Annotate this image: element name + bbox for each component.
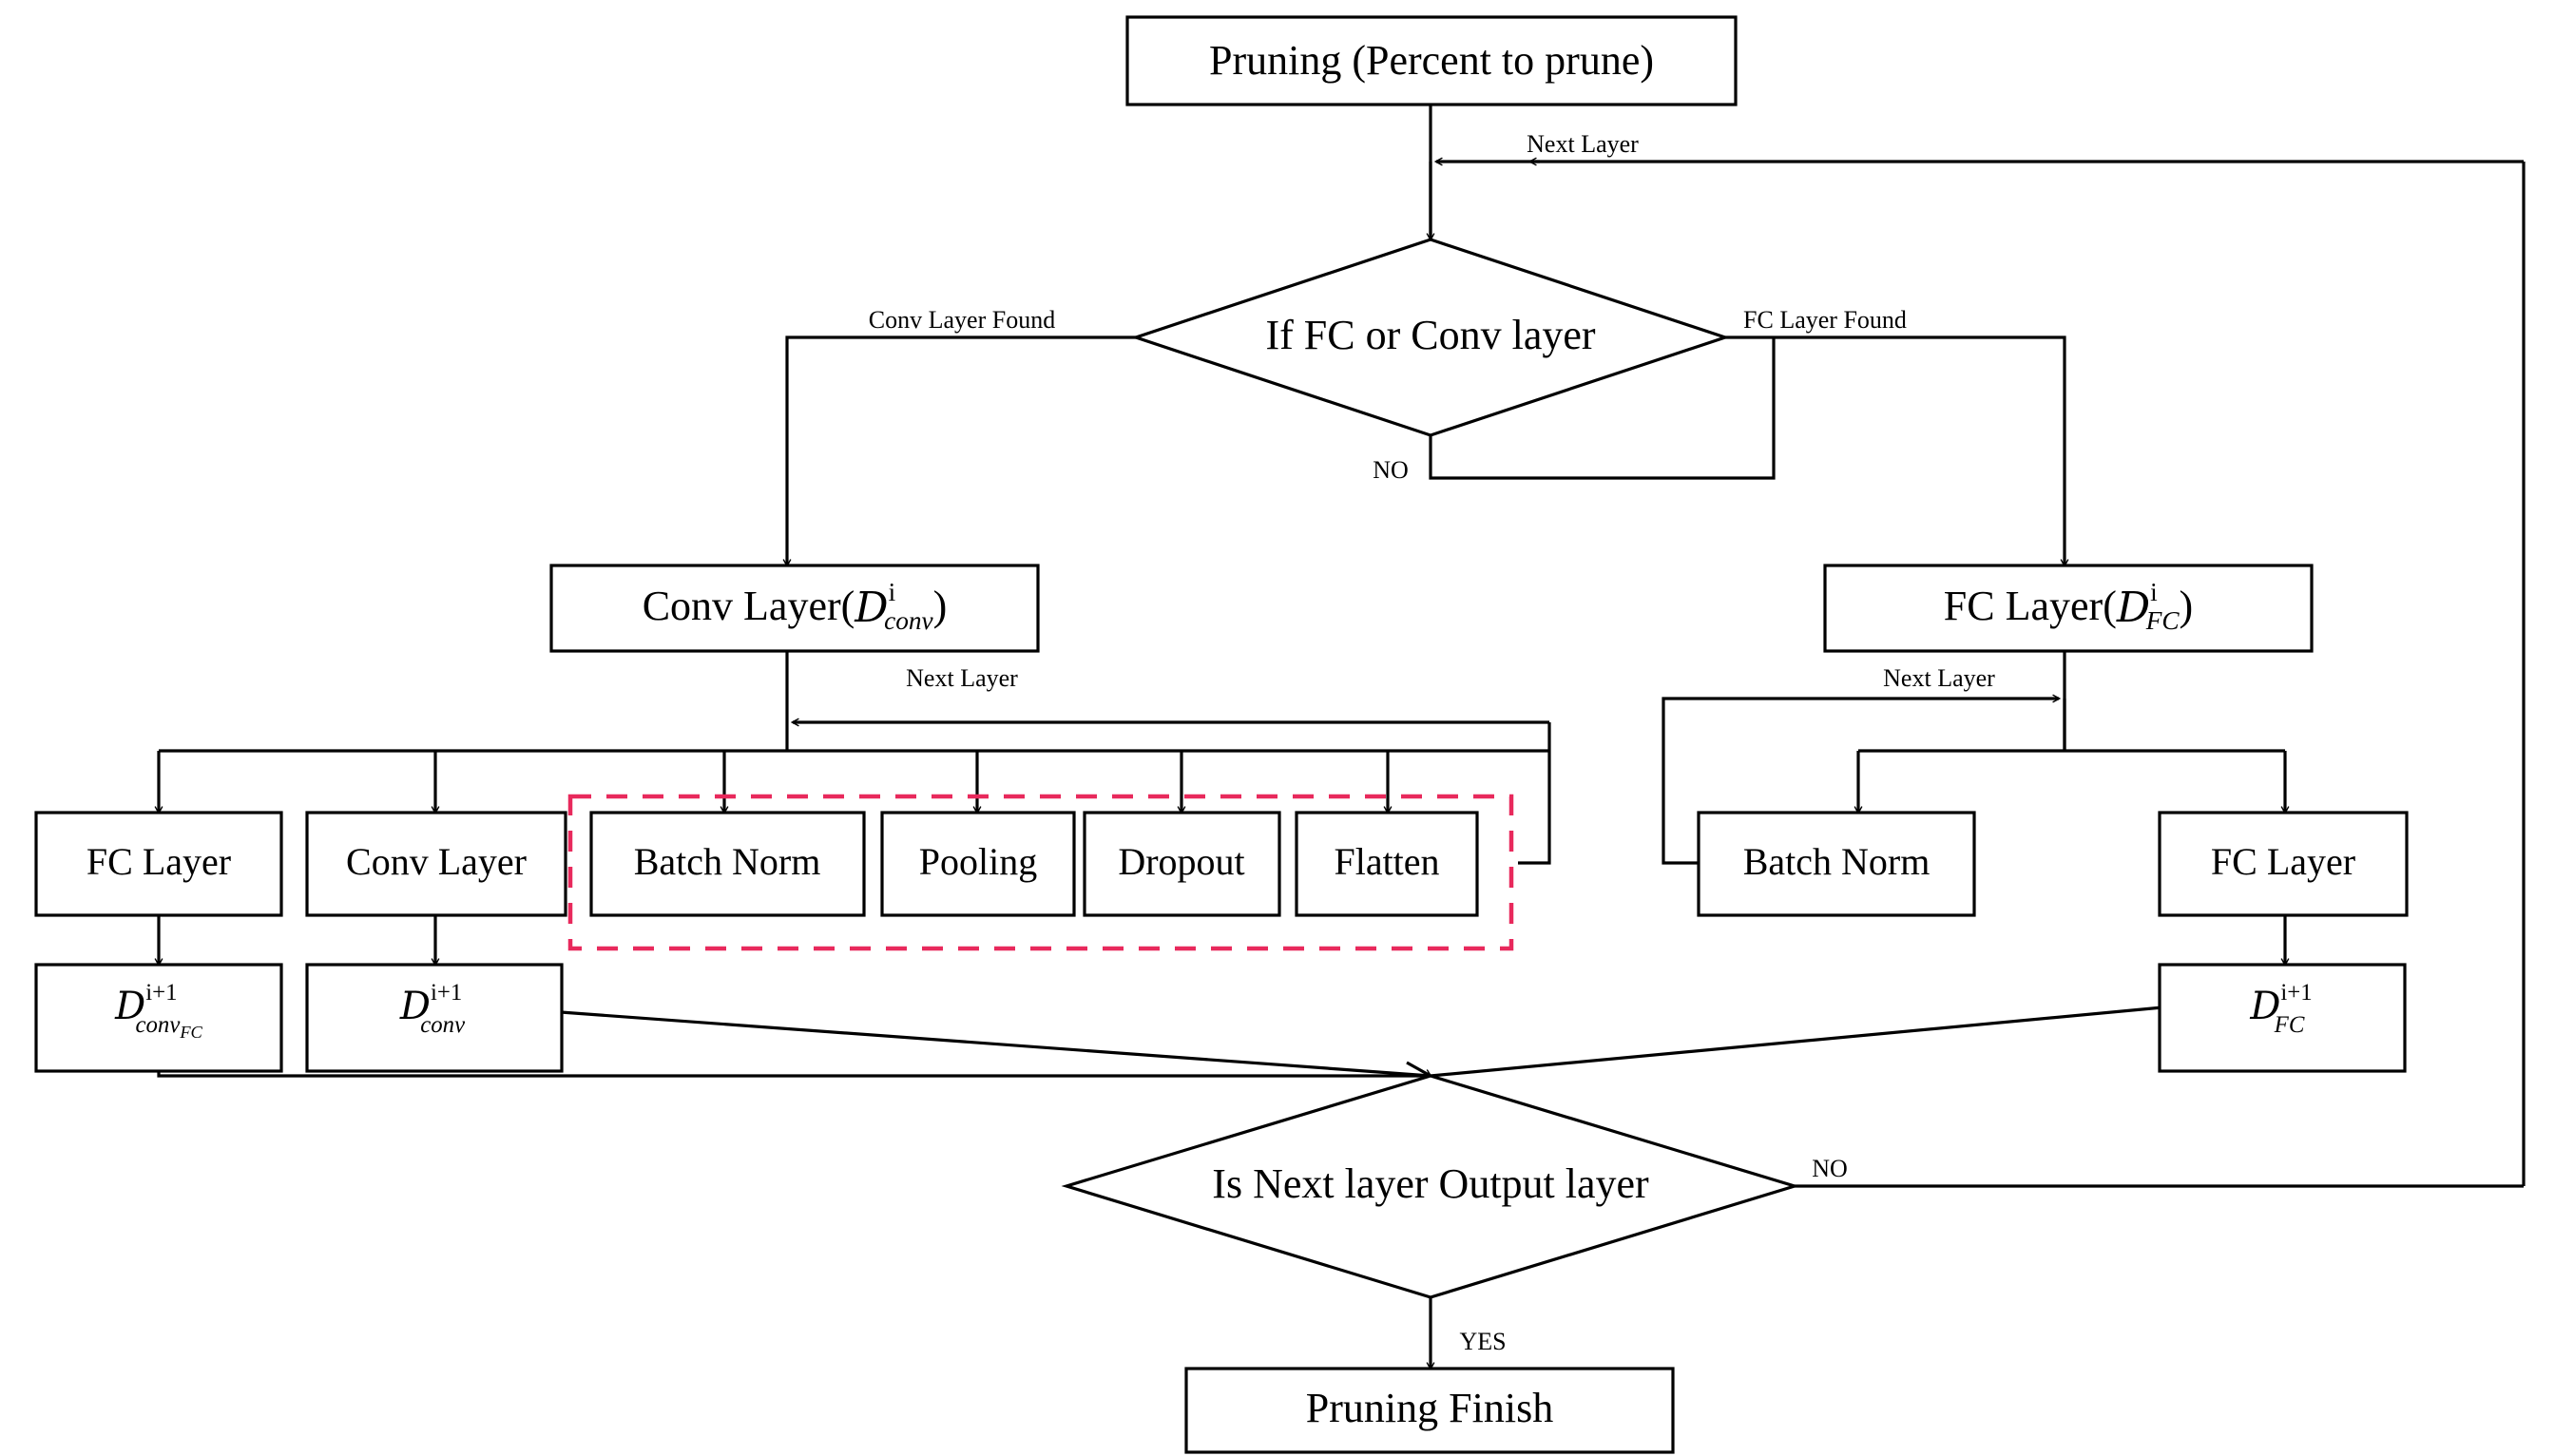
conv-d-sub: conv [884,606,933,635]
fc-d-prefix: FC Layer( [1944,583,2117,629]
node-conv-child-2[interactable]: Batch Norm [589,811,866,917]
edge-conv-loop-right [1518,751,1551,865]
edge-label-next-layer-conv: Next Layer [906,664,1018,692]
node-conv-child-3[interactable]: Pooling [880,811,1076,917]
node-conv-child-1-label: Conv Layer [346,840,527,883]
node-conv-child-0[interactable]: FC Layer [34,811,283,917]
edge-conv-found [787,335,1136,565]
node-conv-child-4[interactable]: Dropout [1083,811,1281,917]
node-d-conv[interactable]: Di+1 conv [305,963,564,1073]
node-conv-child-5[interactable]: Flatten [1295,811,1479,917]
fc-d-sub: FC [2145,606,2180,635]
fc-d-suffix: ) [2180,583,2194,629]
node-fc-child-0[interactable]: Batch Norm [1697,811,1976,917]
node-conv-child-2-label: Batch Norm [634,840,821,883]
edge-no-layer-type [1429,337,1776,480]
node-conv-child-3-label: Pooling [919,840,1037,883]
dconv-sub: conv [420,1012,465,1038]
node-conv-child-5-label: Flatten [1334,840,1439,883]
conv-d-symbol: D [854,584,888,632]
node-d-conv-fc[interactable]: Di+1 convFC [34,963,283,1073]
node-conv-child-4-label: Dropout [1118,840,1244,883]
conv-d-prefix: Conv Layer( [643,583,855,629]
conv-d-sup: i [889,578,896,606]
node-conv-child-1[interactable]: Conv Layer [305,811,567,917]
dconv-symbol: D [399,985,431,1028]
node-finish-label: Pruning Finish [1306,1385,1553,1431]
dconv-sup: i+1 [431,980,462,1006]
node-d-conv-label: Di+1 conv [399,980,465,1038]
node-fc-child-0-label: Batch Norm [1743,840,1931,883]
edge-label-no-layer-type: NO [1373,456,1409,484]
dfc-sub: FC [2274,1012,2305,1038]
dconvfc-symbol: D [114,985,145,1028]
edge-dconv-to-merge [560,1010,1431,1078]
node-fc-child-1[interactable]: FC Layer [2158,811,2409,917]
node-finish[interactable]: Pruning Finish [1184,1367,1675,1454]
dfc-symbol: D [2249,985,2280,1028]
node-decision-output-layer[interactable]: Is Next layer Output layer [1061,1074,1800,1299]
dconvfc-subsub: FC [179,1023,202,1042]
edge-merge-arrowhead [1406,1061,1431,1078]
edge-label-no-output: NO [1812,1155,1848,1182]
edge-label-next-layer-fc: Next Layer [1883,664,1995,692]
dconvfc-sub: conv [136,1012,181,1038]
node-start-label: Pruning (Percent to prune) [1209,37,1654,84]
node-decision-layer-type-label: If FC or Conv layer [1265,312,1595,358]
dashed-group-highlight [567,794,1514,951]
node-conv-child-0-label: FC Layer [86,840,231,883]
edge-fc-found [1725,335,2065,565]
dfc-sup: i+1 [2280,980,2312,1006]
edge-fc-next-layer [1662,699,2059,865]
conv-d-suffix: ) [933,583,948,629]
node-decision-output-layer-label: Is Next layer Output layer [1212,1160,1649,1207]
edge-dfc-to-merge [1430,1006,2163,1078]
node-d-conv-fc-label: Di+1 convFC [114,980,202,1043]
edge-label-conv-found: Conv Layer Found [869,306,1055,334]
node-fc-child-1-label: FC Layer [2211,840,2355,883]
edge-label-fc-found: FC Layer Found [1743,306,1907,334]
dconvfc-sup: i+1 [145,980,177,1006]
node-start[interactable]: Pruning (Percent to prune) [1125,15,1738,106]
edge-label-yes-output: YES [1459,1328,1506,1355]
node-decision-layer-type[interactable]: If FC or Conv layer [1130,238,1731,437]
fc-d-sup: i [2150,578,2158,606]
edge-label-next-layer-top: Next Layer [1527,130,1639,158]
fc-d-symbol: D [2116,584,2150,632]
